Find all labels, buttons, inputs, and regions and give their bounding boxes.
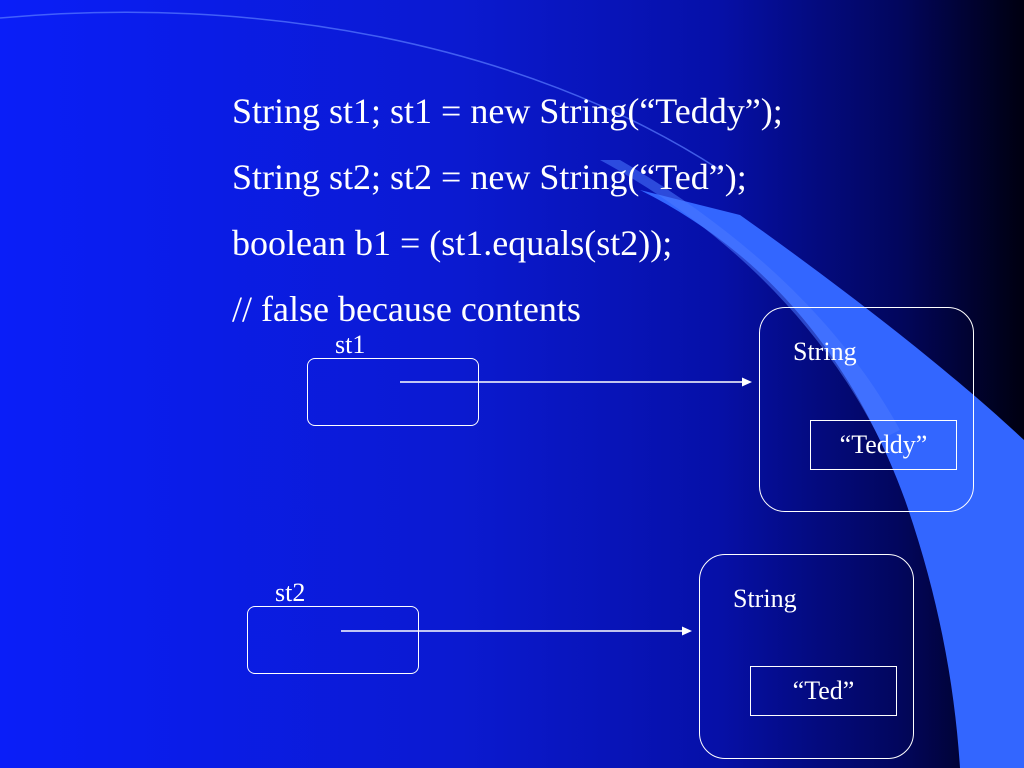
object-2-type-label: String [733,584,797,613]
code-line-3: boolean b1 = (st1.equals(st2)); [232,223,673,263]
code-line-1: String st1; st1 = new String(“Teddy”); [232,91,783,131]
var-st1-box [307,358,479,426]
var-st2-box [247,606,419,674]
string-object-2 [699,554,914,759]
swoosh-band [640,190,1024,768]
string-object-1 [759,307,974,512]
var-st1-label: st1 [335,330,366,359]
code-line-2: String st2; st2 = new String(“Ted”); [232,157,747,197]
var-st2-label: st2 [275,578,306,607]
object-1-type-label: String [793,337,857,366]
code-line-4: // false because contents [232,289,581,329]
object-1-value: “Teddy” [810,420,957,470]
object-2-value: “Ted” [750,666,897,716]
code-block: String st1; st1 = new String(“Teddy”); S… [232,78,783,342]
swoosh-arc-top [0,11,721,171]
swoosh-band-light [600,160,900,440]
